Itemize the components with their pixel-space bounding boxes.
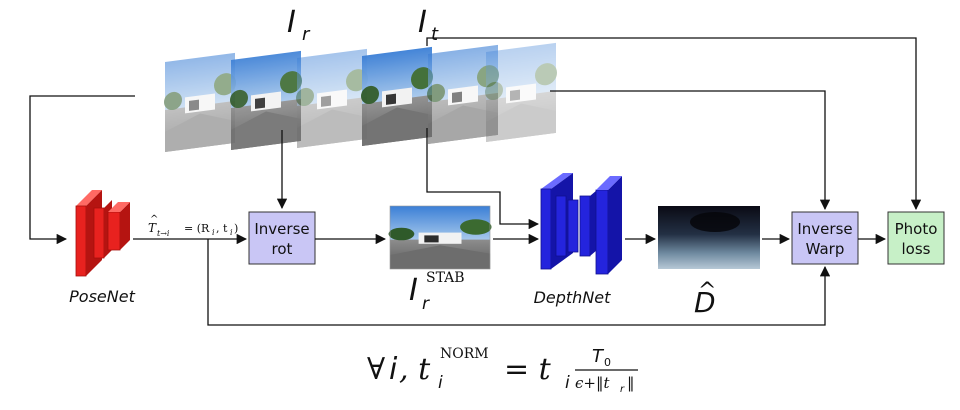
pose-sub: t→i [157,229,170,238]
posenet-layer-3-top [108,202,130,212]
formula-den-end: ‖ [627,374,635,392]
label-it: I t [418,5,439,45]
arrow-frames-to-posenet [29,95,135,245]
pose-T: T [148,221,157,235]
inverse-rot-rect [248,211,316,265]
depth-hat: ^ [698,279,716,304]
posenet-layer-2 [93,207,105,259]
label-depth: ^ D [694,279,716,319]
formula-num-T: T [592,346,605,367]
formula-sub-i2: i [565,373,570,393]
frame-image-2 [230,50,302,151]
formula-sub-i: i [438,373,443,393]
posenet-layer-3-side [120,202,130,250]
normalization-formula: ∀ i , t i NORM = t i T 0 ϵ+‖t r ‖ [367,346,638,395]
frame-image-3 [296,48,368,149]
formula-sup-norm: NORM [440,346,489,362]
label-stab: I r STAB [409,270,465,314]
inverse-warp-line2: Warp [806,240,845,258]
formula-i: i [389,352,398,387]
frame-image-1 [164,52,236,153]
inverse-rot-line2: rot [272,240,293,258]
inverse-warp-box: Inverse Warp [791,211,859,265]
connectors [29,37,922,326]
arrow-it-to-depthnet [426,128,540,230]
stab-sup: STAB [426,270,465,286]
inverse-rot-box: Inverse rot [248,211,316,265]
frame-image-4 [361,46,433,147]
label-it-sub: t [431,24,439,45]
arrow-frames-to-warp [550,90,831,211]
label-ir-sub: r [302,24,311,45]
depthnet-layer-2 [555,195,567,257]
arrow-it-to-loss [426,37,922,211]
formula-eq-t: = t [504,352,552,387]
formula-den-sub: r [620,384,625,395]
depthnet-layer-3 [567,199,579,253]
pose-comma: , t [216,222,228,235]
depthnet-layer-5 [595,189,609,275]
label-it-main: I [418,5,427,40]
posenet-layer-top [76,190,102,206]
arrow-pose-to-warp [207,239,831,326]
formula-forall: ∀ [367,352,385,387]
photo-loss-rect [887,211,945,265]
pose-close: ) [234,222,238,235]
inverse-warp-rect [791,211,859,265]
formula-comma-t: , t [399,352,431,387]
label-ir-main: I [287,5,296,40]
pose-hat: ^ [150,214,158,225]
stabilized-image [388,205,492,270]
stab-I: I [409,273,418,308]
depthnet-label: DepthNet [534,288,612,307]
depthnet-layer-4 [579,195,591,257]
stabilized-photo [388,206,492,269]
photo-loss-line2: loss [902,240,931,258]
pose-edge-label: ^ T t→i = (R i , t i ) [148,214,238,238]
pose-ri: i [212,228,215,237]
depthnet-layer-1 [540,188,552,270]
depth-map-image [658,206,760,269]
posenet-layer-3 [107,211,121,251]
posenet-label: PoseNet [69,287,135,306]
posenet-layers [75,190,130,277]
pose-ti: i [230,228,233,237]
frame-image-6 [485,42,557,143]
depthnet-top-5 [596,176,622,190]
photo-loss-line1: Photo [895,220,938,238]
posenet-layer-1 [75,205,87,277]
depthnet-block: DepthNet [534,173,622,307]
pose-eq: = (R [184,222,210,235]
depthnet-top-1 [541,173,573,189]
stab-sub: r [422,294,430,314]
inverse-warp-line1: Inverse [797,220,852,238]
posenet-block: PoseNet [69,190,136,306]
input-frame-stack [164,42,557,153]
photo-loss-box: Photo loss [887,211,945,265]
label-ir: I r [287,5,311,45]
inverse-rot-line1: Inverse [254,220,309,238]
depth-D: D [694,286,716,319]
formula-den: ϵ+‖t [575,374,610,392]
formula-num-sub: 0 [604,356,611,369]
depthnet-side-5 [608,176,622,274]
